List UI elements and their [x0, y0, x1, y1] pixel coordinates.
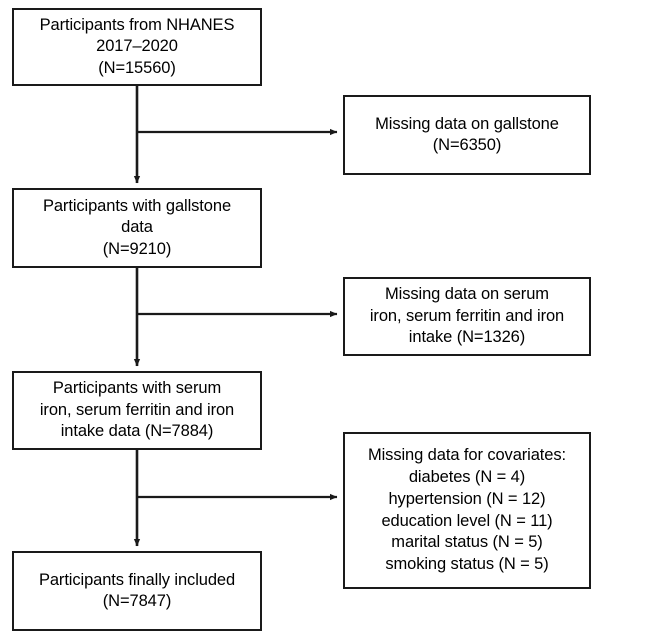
- node-excl-gallstone-label: Missing data on gallstone (N=6350): [375, 114, 559, 154]
- node-participants-source: Participants from NHANES 2017–2020 (N=15…: [12, 8, 262, 86]
- node-serum-label: Participants with serum iron, serum ferr…: [39, 379, 235, 441]
- node-final-label: Participants finally included (N=7847): [38, 570, 236, 610]
- node-excl-covariate-label: Missing data for covariates: diabetes (N…: [367, 446, 567, 574]
- node-participants-with-serum-iron-data: Participants with serum iron, serum ferr…: [12, 371, 262, 450]
- node-missing-data-covariates: Missing data for covariates: diabetes (N…: [343, 432, 591, 589]
- node-excl-serum-label: Missing data on serum iron, serum ferrit…: [369, 285, 565, 347]
- node-missing-data-serum-iron: Missing data on serum iron, serum ferrit…: [343, 277, 591, 356]
- node-missing-data-gallstone: Missing data on gallstone (N=6350): [343, 95, 591, 175]
- node-participants-with-gallstone-data: Participants with gallstone data (N=9210…: [12, 188, 262, 268]
- node-participants-finally-included: Participants finally included (N=7847): [12, 551, 262, 631]
- node-gallstone-label: Participants with gallstone data (N=9210…: [42, 196, 232, 258]
- node-source-label: Participants from NHANES 2017–2020 (N=15…: [39, 15, 235, 77]
